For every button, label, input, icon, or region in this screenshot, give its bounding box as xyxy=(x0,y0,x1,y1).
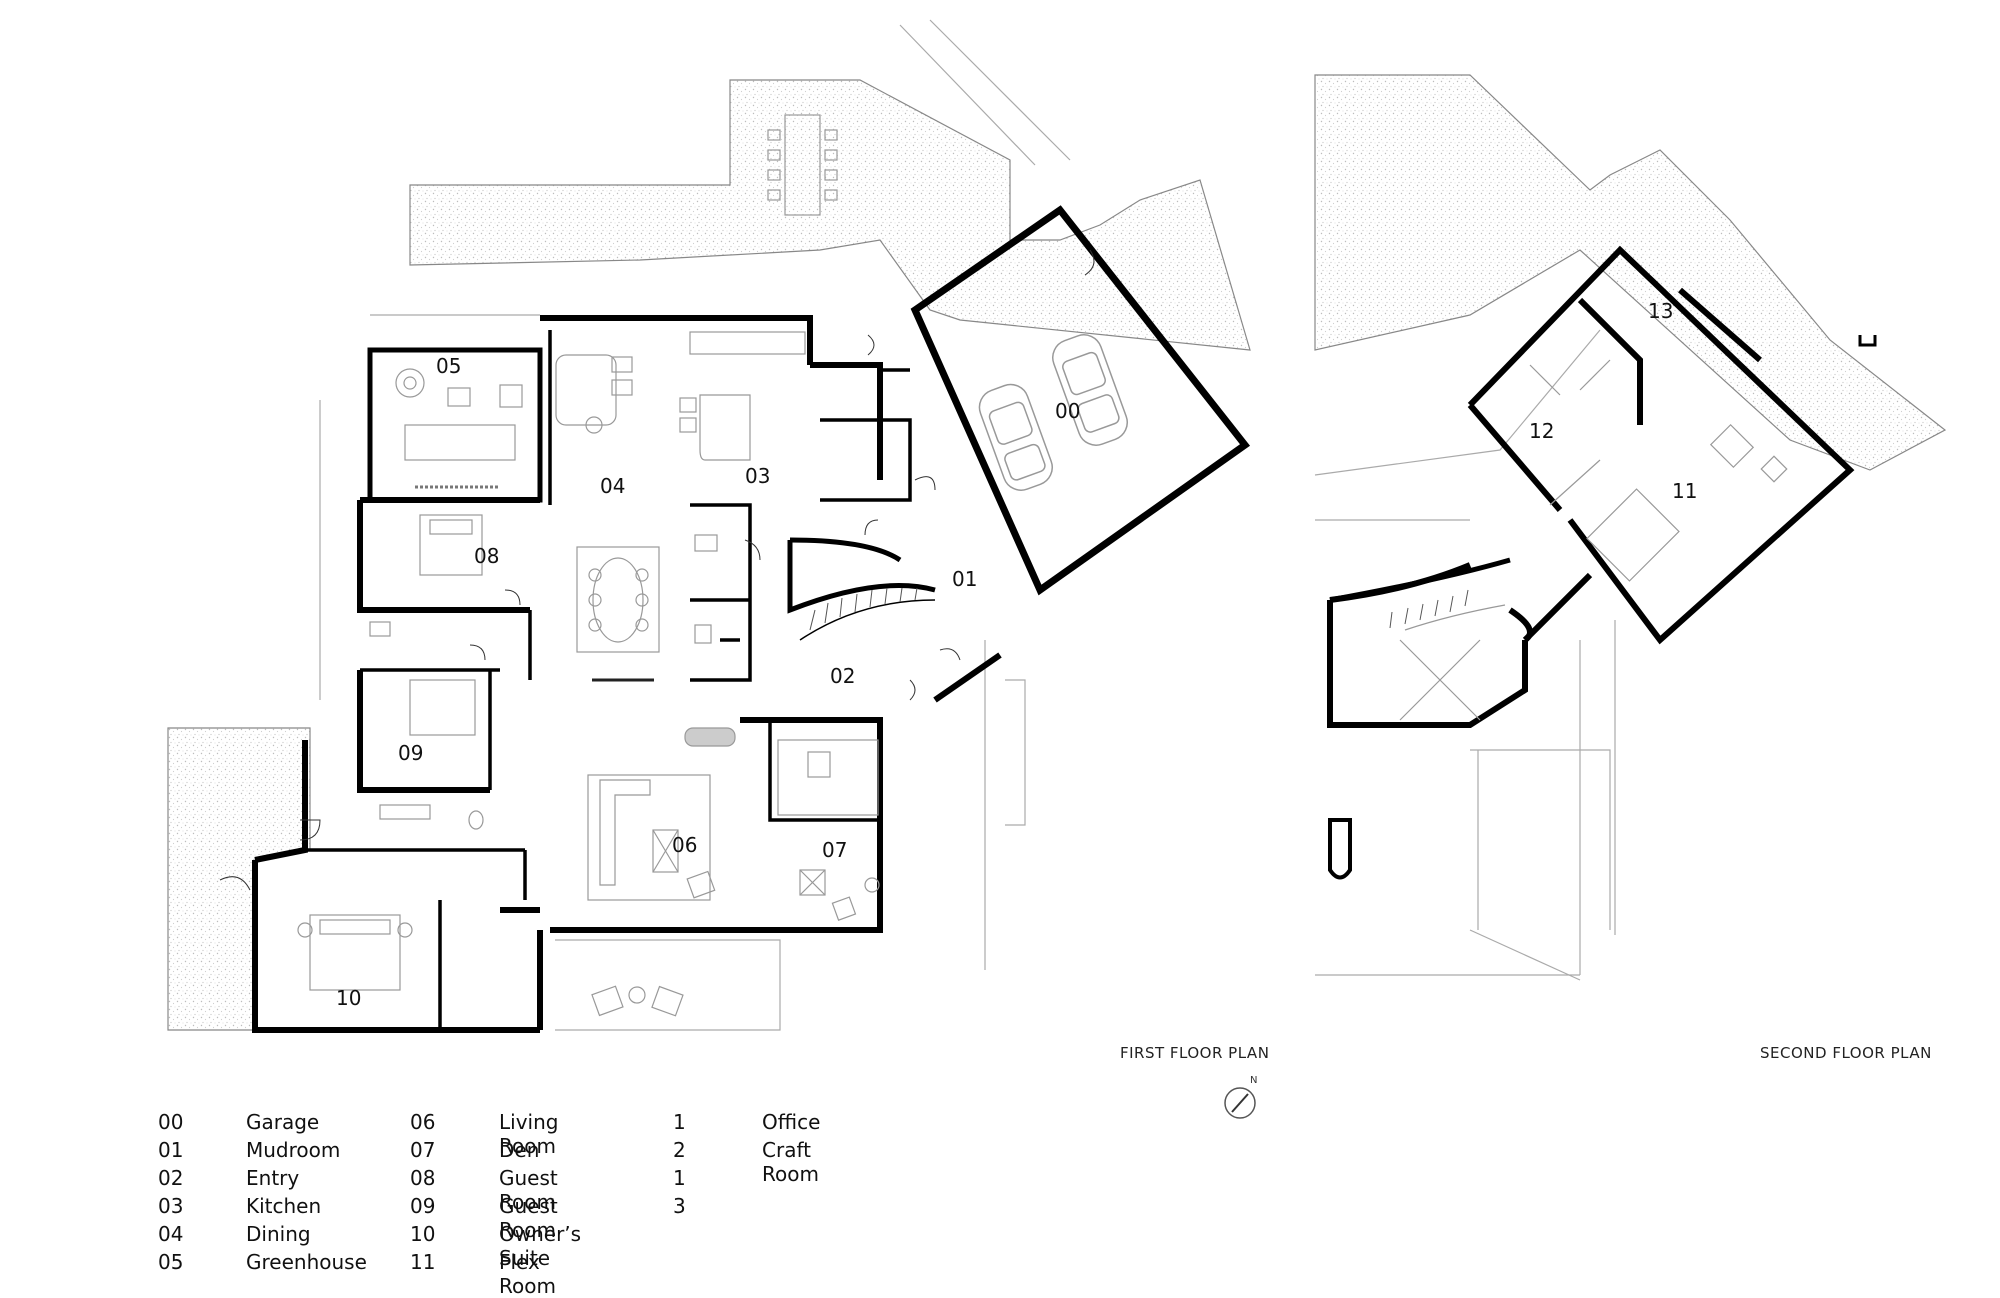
legend-number: 3 xyxy=(673,1194,686,1218)
room-label-craft-room: 13 xyxy=(1648,299,1673,323)
legend-room-name: Flex Room xyxy=(499,1250,556,1298)
room-label-dining: 04 xyxy=(600,474,625,498)
furniture xyxy=(297,331,880,1017)
room-label-entry: 02 xyxy=(830,664,855,688)
legend-room-name: Mudroom xyxy=(246,1138,341,1162)
room-label-flex-room: 11 xyxy=(1672,479,1697,503)
legend-room-name: Guest Room xyxy=(499,1194,558,1242)
room-label-den: 07 xyxy=(822,838,847,862)
legend-number: 02 xyxy=(158,1166,184,1190)
north-arrow-icon: N xyxy=(1224,1075,1257,1119)
outdoor-dining-table xyxy=(767,114,838,216)
garage-cars xyxy=(978,334,1128,491)
legend-room-name: Guest Room xyxy=(499,1166,558,1214)
legend-number: 05 xyxy=(158,1250,184,1274)
interior-walls xyxy=(305,330,912,1030)
legend-number: 00 xyxy=(158,1110,184,1134)
legend-room-name: Entry xyxy=(246,1166,300,1190)
legend-room-name: Craft Room xyxy=(762,1138,819,1186)
legend-number: 11 xyxy=(410,1250,436,1274)
legend-number: 09 xyxy=(410,1194,436,1218)
north-label: N xyxy=(1250,1075,1257,1086)
legend-number: 10 xyxy=(410,1222,436,1246)
landscape-areas-second xyxy=(1314,74,1947,471)
legend-room-name: Greenhouse xyxy=(246,1250,367,1274)
legend-number: 08 xyxy=(410,1166,436,1190)
legend-room-name: Garage xyxy=(246,1110,320,1134)
legend-number: 2 xyxy=(673,1138,686,1162)
legend-number: 1 xyxy=(673,1166,686,1190)
site-lines-second xyxy=(1314,329,1616,981)
door-swings xyxy=(219,249,1095,891)
room-label-guest-room-09: 09 xyxy=(398,741,423,765)
room-label-greenhouse: 05 xyxy=(436,354,461,378)
legend-number: 07 xyxy=(410,1138,436,1162)
stair-first-floor xyxy=(787,537,936,641)
room-label-guest-room-08: 08 xyxy=(474,544,499,568)
legend-room-name: Den xyxy=(499,1138,540,1162)
legend-room-name: Dining xyxy=(246,1222,311,1246)
room-label-office: 12 xyxy=(1529,419,1554,443)
legend-number: 03 xyxy=(158,1194,184,1218)
room-labels-first: 00 01 02 03 04 05 06 07 08 09 10 xyxy=(336,354,1080,1010)
legend-number: 04 xyxy=(158,1222,184,1246)
legend-number: 06 xyxy=(410,1110,436,1134)
first-floor-title: FIRST FLOOR PLAN xyxy=(1120,1044,1269,1062)
exterior-walls xyxy=(252,205,1251,1033)
stair-second-floor xyxy=(1329,557,1511,629)
site-lines xyxy=(319,19,1071,1031)
legend-room-name: Owner’s Suite xyxy=(499,1222,582,1270)
legend-room-name: Kitchen xyxy=(246,1194,322,1218)
legend-number: 01 xyxy=(158,1138,184,1162)
second-floor-plan: 11 12 13 SECOND FLOOR PLAN xyxy=(1314,74,1947,1062)
legend-room-name: Living Room xyxy=(499,1110,559,1158)
first-floor-plan: 00 01 02 03 04 05 06 07 08 09 10 FIRST F… xyxy=(167,19,1269,1119)
legend-room-name: Office xyxy=(762,1110,821,1134)
landscape-areas xyxy=(167,79,1251,1031)
room-label-owners-suite: 10 xyxy=(336,986,361,1010)
second-floor-details xyxy=(1399,359,1788,721)
room-label-kitchen: 03 xyxy=(745,464,770,488)
room-labels-second: 11 12 13 xyxy=(1529,299,1697,503)
room-label-mudroom: 01 xyxy=(952,567,977,591)
second-floor-title: SECOND FLOOR PLAN xyxy=(1760,1044,1932,1062)
column-shape xyxy=(1328,818,1352,880)
legend-number: 1 xyxy=(673,1110,686,1134)
room-label-living-room: 06 xyxy=(672,833,697,857)
room-label-garage: 00 xyxy=(1055,399,1080,423)
